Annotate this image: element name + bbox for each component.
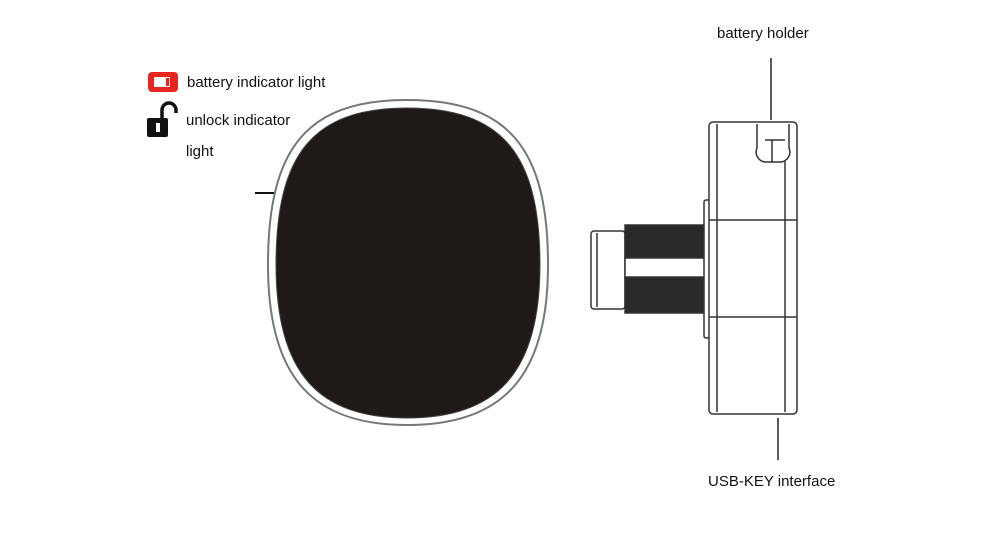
lock-side-view — [590, 121, 798, 415]
unlock-indicator-label-cont: light — [186, 143, 214, 160]
battery-indicator-label: battery indicator light — [187, 74, 326, 91]
battery-holder-label: battery holder — [717, 25, 809, 42]
lock-front-view — [255, 98, 550, 427]
usb-key-interface-label: USB-KEY interface — [708, 473, 836, 490]
unlock-icon — [147, 101, 178, 137]
unlock-indicator-label: unlock indicator — [186, 112, 291, 129]
battery-icon — [148, 72, 178, 92]
